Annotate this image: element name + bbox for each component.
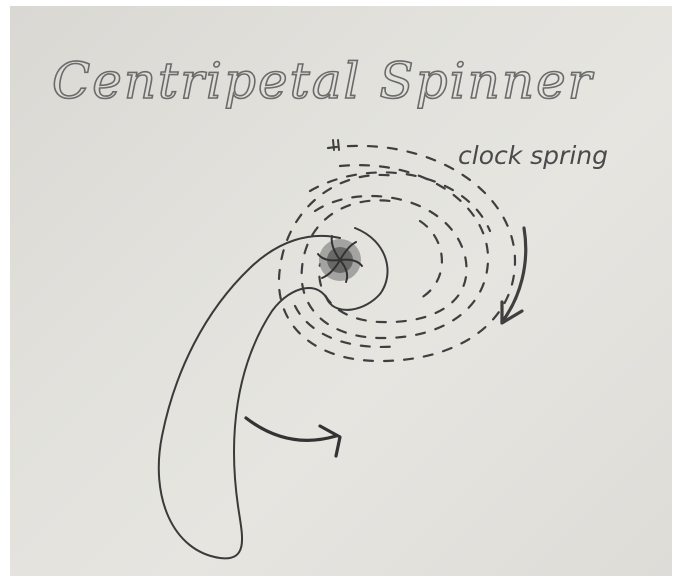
motion-arrow-bottom — [246, 418, 340, 456]
clock-spring-label: clock spring — [458, 141, 608, 170]
clock-spring-spiral — [279, 146, 515, 361]
spinner-arm-outline — [159, 228, 388, 558]
sketch-canvas: Centripetal Spinner — [10, 6, 672, 576]
spring-tick-marks — [333, 140, 339, 150]
sketch-title: Centripetal Spinner — [52, 52, 595, 110]
paper-sheet: Centripetal Spinner — [10, 6, 672, 576]
spinner-hub — [318, 236, 362, 282]
